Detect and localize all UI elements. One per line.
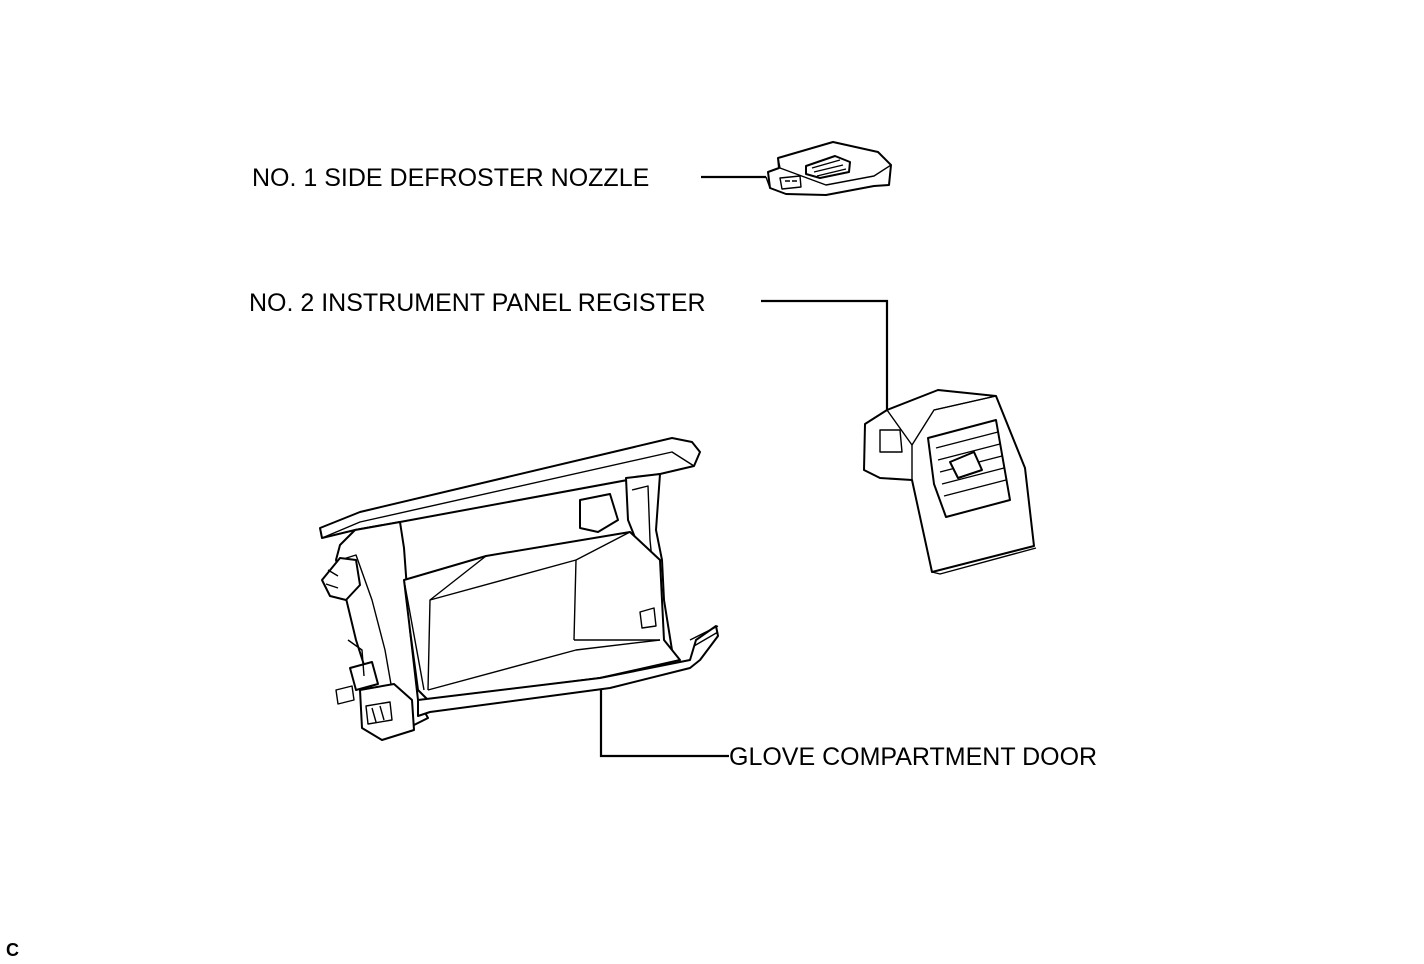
glove-compartment-door-label: GLOVE COMPARTMENT DOOR bbox=[729, 743, 1098, 771]
instrument-panel-register-part bbox=[863, 389, 1037, 575]
figure-code: C bbox=[6, 940, 19, 960]
glove-compartment-door-part bbox=[319, 437, 719, 741]
side-defroster-nozzle-label: NO. 1 SIDE DEFROSTER NOZZLE bbox=[252, 164, 650, 192]
glove-door-leader-line bbox=[599, 673, 729, 758]
instrument-panel-register-label: NO. 2 INSTRUMENT PANEL REGISTER bbox=[249, 289, 706, 317]
register-leader-line bbox=[761, 299, 889, 410]
side-defroster-nozzle-part bbox=[765, 141, 892, 196]
